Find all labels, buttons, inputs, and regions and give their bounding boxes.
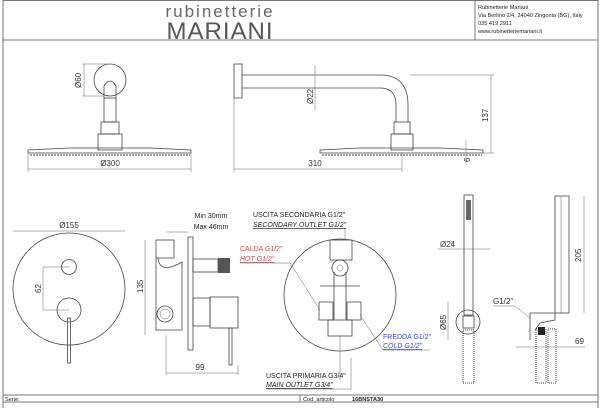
max-depth: Max 46mm — [194, 224, 229, 231]
title-block: Serie: Cod. articolo 16BNSTA30 — [3, 394, 598, 403]
company-contact: Rubinetterie Mariani Via Berlino 2/4, 24… — [477, 5, 583, 35]
hand-shower-view: Ø24 Ø65 G1/2" 205 69 — [438, 194, 585, 384]
dim-spacing: 62 — [34, 284, 43, 293]
dim-head-height: 137 — [481, 108, 490, 122]
shower-head-side-view: Ø22 137 310 6 — [233, 63, 494, 172]
mixer-front-view: Ø155 62 — [12, 221, 126, 364]
dim-plate-diameter: Ø155 — [59, 221, 79, 230]
mixer-side-view: Min 30mm Max 46mm 135 99 — [136, 213, 239, 375]
series-label: Serie: — [5, 397, 20, 403]
code-label: Cod. articolo — [303, 397, 334, 403]
secondary-outlet-en: SECONDARY OUTLET G1/2" — [253, 222, 347, 229]
secondary-outlet-it: USCITA SECONDARIA G1/2" — [253, 212, 346, 219]
dim-handle-diameter: Ø24 — [440, 240, 456, 249]
mixer-body-view: USCITA SECONDARIA G1/2" SECONDARY OUTLET… — [240, 212, 432, 390]
dim-arm-length: 310 — [308, 159, 322, 168]
hot-inlet-en: HOT G1/2" — [240, 256, 275, 263]
dim-arm-diameter: Ø22 — [306, 88, 315, 104]
brand-logo: rubinetterie MARIANI — [165, 2, 274, 45]
logo-top: rubinetterie — [165, 2, 274, 21]
cold-inlet-en: COLD G1/2" — [383, 343, 423, 350]
dim-holder-diameter: Ø65 — [439, 314, 448, 330]
dim-head-thickness: 6 — [463, 157, 472, 162]
logo-main: MARIANI — [166, 18, 273, 45]
dim-mixer-projection: 99 — [196, 363, 205, 372]
company-name: Rubinetterie Mariani — [478, 5, 528, 11]
dim-mixer-height: 135 — [136, 279, 145, 293]
company-website: www.rubinetteriemariani.it — [477, 29, 542, 35]
thread-size: G1/2" — [493, 297, 513, 306]
company-address: Via Berlino 2/4, 24040 Zingonia (BG), It… — [478, 13, 583, 19]
dim-head-diameter: Ø300 — [100, 159, 120, 168]
main-outlet-en: MAIN OUTLET G3/4" — [266, 382, 333, 389]
code-value: 16BNSTA30 — [352, 397, 383, 403]
dim-hand-shower-length: 205 — [574, 248, 583, 262]
hot-inlet-it: CALDA G1/2" — [240, 246, 283, 253]
company-phone: 035 419 2911 — [478, 21, 512, 27]
cold-inlet-it: FREDDA G1/2" — [383, 334, 432, 341]
dim-flange-diameter: Ø60 — [74, 72, 83, 88]
main-outlet-it: USCITA PRIMARIA G3/4" — [266, 373, 346, 380]
shower-head-front-view: Ø60 Ø300 — [27, 63, 192, 172]
min-depth: Min 30mm — [195, 213, 228, 220]
dim-holder-projection: 69 — [575, 337, 584, 346]
